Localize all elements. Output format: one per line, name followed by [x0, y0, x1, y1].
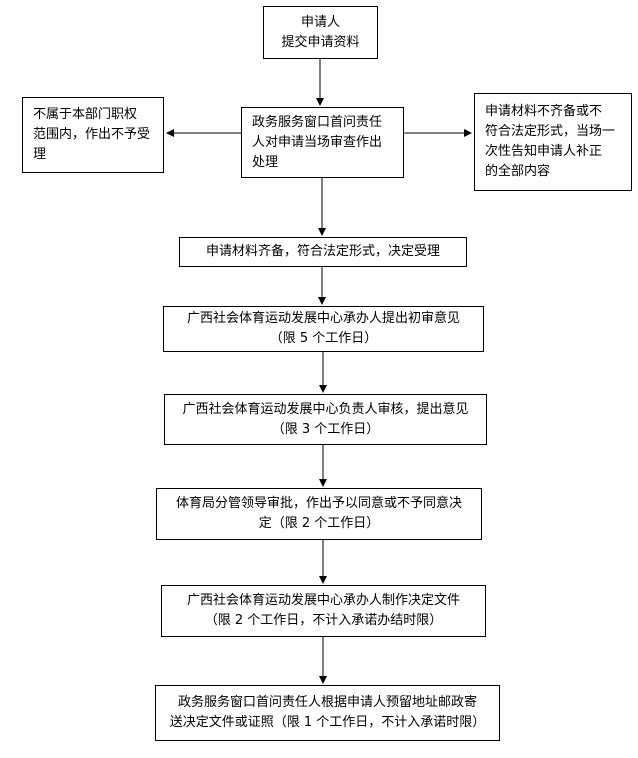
node-review: 政务服务窗口首问责任 人对申请当场审查作出 处理 [241, 107, 404, 178]
node-deliver: 政务服务窗口首问责任人根据申请人预留地址邮政寄 送决定文件或证照（限 1 个工作… [155, 685, 500, 741]
node-deliver-line-1: 政务服务窗口首问责任人根据申请人预留地址邮政寄 [177, 695, 477, 710]
node-review-line-1: 政务服务窗口首问责任 [252, 114, 383, 130]
node-head-review-line-2: （限 3 个工作日） [271, 421, 380, 437]
node-approve-line-1: 体育局分管领导审批，作出予以同意或不予同意决 [175, 496, 462, 511]
node-approve-line-2: 定（限 2 个工作日） [258, 516, 380, 531]
node-approve: 体育局分管领导审批，作出予以同意或不予同意决 定（限 2 个工作日） [156, 488, 482, 540]
node-accept: 申请材料齐备，符合法定形式，决定受理 [179, 237, 467, 267]
node-apply-line-1: 申请人 [300, 14, 340, 30]
node-review-line-2: 人对申请当场审查作出 [252, 134, 383, 150]
node-head-review-line-1: 广西社会体育运动发展中心负责人审核，提出意见 [182, 401, 469, 417]
node-apply: 申请人 提交申请资料 [263, 6, 378, 59]
node-apply-line-2: 提交申请资料 [281, 34, 360, 50]
node-reject-line-2: 范围内，作出不予受 [33, 127, 151, 142]
node-make-doc: 广西社会体育运动发展中心承办人制作决定文件 （限 2 个工作日，不计入承诺办结时… [161, 585, 486, 637]
node-reject-line-1: 不属于本部门职权 [33, 107, 138, 122]
node-review-line-3: 处理 [252, 154, 279, 170]
node-initial-opinion-line-1: 广西社会体育运动发展中心承办人提出初审意见 [186, 311, 460, 326]
node-make-doc-line-1: 广西社会体育运动发展中心承办人制作决定文件 [186, 593, 460, 608]
node-deliver-line-2: 送决定文件或证照（限 1 个工作日，不计入承诺时限） [169, 715, 486, 730]
node-incomplete-line-2: 符合法定形式，当场一 [485, 124, 616, 139]
node-initial-opinion-line-2: （限 5 个工作日） [269, 331, 378, 346]
node-incomplete: 申请材料不齐备或不 符合法定形式，当场一 次性告知申请人补正 的全部内容 [474, 93, 632, 191]
node-initial-opinion: 广西社会体育运动发展中心承办人提出初审意见 （限 5 个工作日） [163, 306, 484, 352]
node-accept-line-1: 申请材料齐备，符合法定形式，决定受理 [205, 244, 440, 259]
node-incomplete-line-3: 次性告知申请人补正 [485, 144, 603, 159]
node-reject-line-3: 理 [33, 147, 47, 162]
node-incomplete-line-1: 申请材料不齐备或不 [485, 104, 603, 119]
node-incomplete-line-4: 的全部内容 [485, 164, 551, 179]
node-reject: 不属于本部门职权 范围内，作出不予受 理 [22, 97, 164, 173]
node-make-doc-line-2: （限 2 个工作日，不计入承诺办结时限） [204, 613, 443, 628]
node-head-review: 广西社会体育运动发展中心负责人审核，提出意见 （限 3 个工作日） [164, 394, 487, 445]
